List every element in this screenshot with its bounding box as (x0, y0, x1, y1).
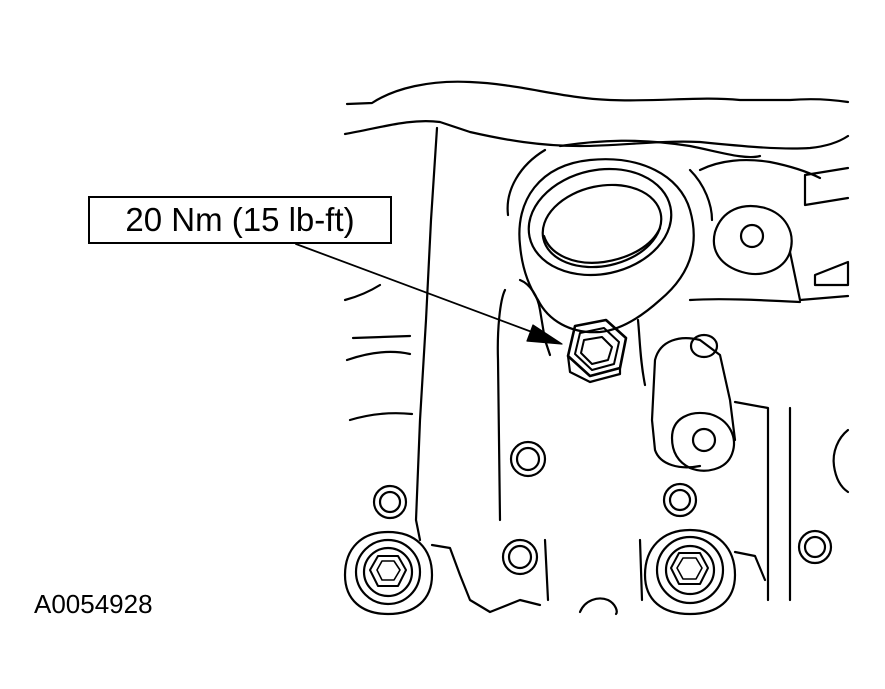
lower-center-web (545, 540, 642, 600)
bolt-hole-3 (664, 484, 696, 516)
casting-top-lip (560, 141, 760, 157)
lower-left-web (432, 545, 540, 612)
right-upper-rib (700, 160, 820, 178)
bore-boss-flange (508, 150, 712, 220)
bolt-hole-2-inner (380, 492, 400, 512)
casting-left-edge (416, 128, 437, 540)
casting-left-dash (353, 336, 410, 338)
web-right-outline (652, 338, 735, 467)
bolt-hole-5-inner (805, 537, 825, 557)
leader-line (296, 244, 548, 338)
lower-right-bolt (645, 530, 735, 614)
plug-boss-left-2 (520, 280, 550, 355)
lower-left-bolt (345, 532, 432, 614)
right-boss-hole (741, 225, 763, 247)
casting-top-outline (347, 82, 848, 104)
plug-boss-left (498, 290, 505, 520)
casting-left-ridge-3 (350, 413, 412, 420)
web-right-boss (672, 413, 734, 471)
casting-top-inner-edge (345, 121, 848, 148)
large-bore-shadow (544, 228, 660, 263)
right-upper-slot (805, 168, 848, 205)
casting-left-ridge-2 (347, 352, 410, 360)
hex-plug (568, 320, 626, 382)
large-bore-inner (541, 183, 663, 269)
bore-boss-outline (519, 159, 693, 332)
bolt-hole-5 (799, 531, 831, 563)
plug-boss-right (638, 320, 645, 385)
bolt-hole-3-inner (670, 490, 690, 510)
right-upper-wedge (815, 262, 848, 285)
bolt-hole-2 (374, 486, 406, 518)
bolt-hole-4 (503, 540, 537, 574)
torque-callout-box: 20 Nm (15 lb-ft) (88, 196, 392, 244)
leader-arrowhead (527, 325, 562, 344)
right-lower-rib (690, 299, 800, 302)
bolt-hole-1 (511, 442, 545, 476)
bolt-hole-1-inner (517, 448, 539, 470)
casting-left-ridge (345, 285, 380, 300)
far-right-arc (834, 430, 848, 492)
lower-right-web (735, 552, 765, 580)
large-bore-outer (527, 167, 673, 277)
bolt-hole-4-inner (509, 546, 531, 568)
web-right-edge (735, 402, 768, 600)
small-hole-upper (689, 333, 719, 359)
right-boss (714, 206, 792, 274)
torque-callout-text: 20 Nm (15 lb-ft) (125, 201, 355, 238)
right-boss-stem (790, 252, 848, 300)
lower-center-arc (580, 599, 617, 615)
figure-reference-id: A0054928 (34, 589, 153, 619)
web-right-boss-hole (693, 429, 715, 451)
